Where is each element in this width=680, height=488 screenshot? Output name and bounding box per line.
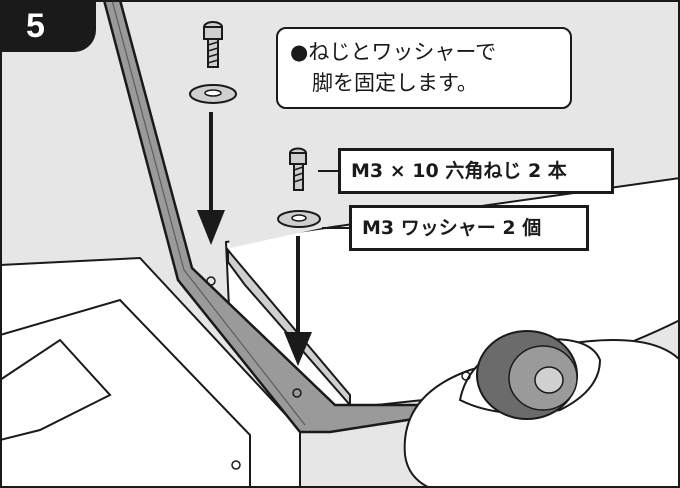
instruction-note-line-1: ●ねじとワッシャーで [290, 40, 497, 64]
hex-screw-icon [289, 147, 307, 191]
screw-part-label: M3 × 10 六角ねじ 2 本 [338, 148, 614, 194]
instruction-note: ●ねじとワッシャーで 脚を固定します。 [276, 27, 572, 109]
wheel-pant-screw [461, 371, 471, 381]
strut-hole-2 [292, 388, 302, 398]
washer-icon [277, 210, 321, 228]
fuselage-side-face [0, 298, 251, 488]
landing-gear-strut-edge [111, 0, 306, 426]
washer-icon [189, 84, 237, 104]
instruction-note-line-2: 脚を固定します。 [312, 71, 478, 95]
step-number-badge: 5 [0, 0, 96, 52]
washer-part-label: M3 ワッシャー 2 個 [349, 205, 589, 251]
down-arrow-icon [197, 112, 225, 245]
strut-hole-1 [206, 276, 216, 286]
rivet-dot [231, 460, 241, 470]
down-arrow-icon [284, 236, 312, 366]
fuselage-panel-hatch [0, 338, 112, 442]
hex-screw-icon [203, 21, 223, 68]
wheel [476, 330, 578, 420]
